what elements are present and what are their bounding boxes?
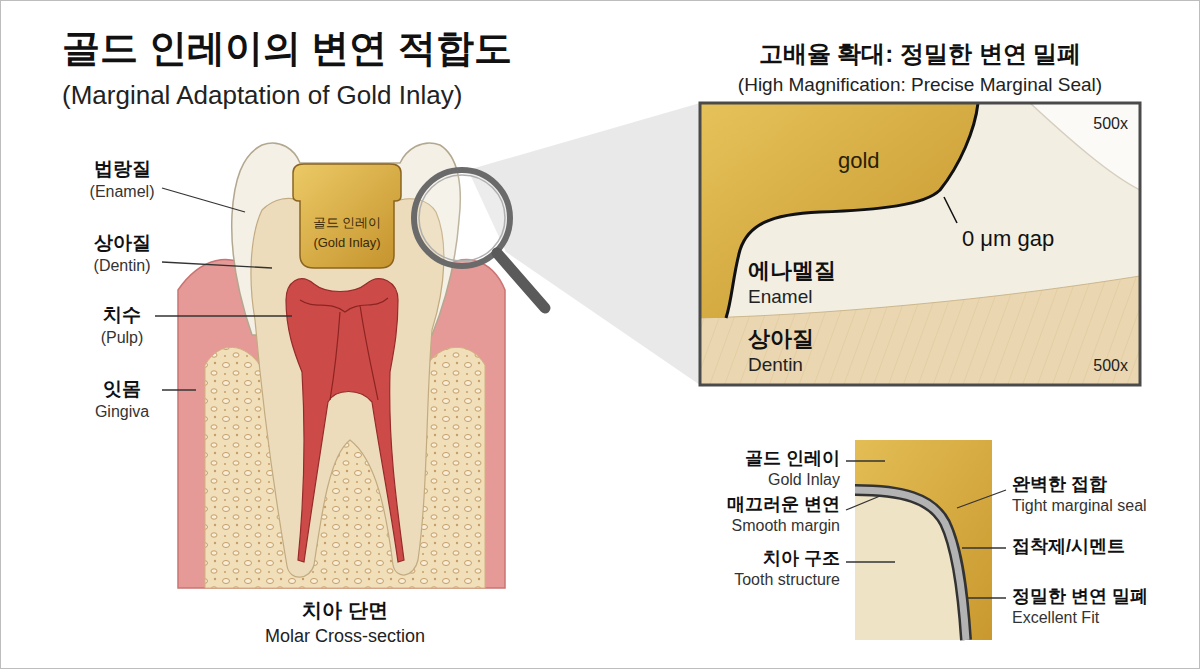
subtitle: (Marginal Adaptation of Gold Inlay) bbox=[62, 80, 462, 111]
leader-line bbox=[846, 496, 880, 510]
part-label: 잇몸 bbox=[103, 378, 141, 401]
tissue-label: 에나멜질 bbox=[748, 258, 836, 284]
pulp-vessels bbox=[300, 298, 388, 400]
detail-cement-edge bbox=[855, 490, 966, 640]
panel-subheading: (High Magnification: Precise Marginal Se… bbox=[738, 74, 1102, 97]
panel-enamel bbox=[700, 103, 1140, 385]
detail-label: Tight marginal seal bbox=[1012, 496, 1147, 515]
inlay-label: 골드 인레이 bbox=[313, 215, 382, 231]
part-label: (Dentin) bbox=[94, 256, 151, 275]
detail-label: Excellent Fit bbox=[1012, 608, 1099, 627]
detail-label: Gold Inlay bbox=[768, 470, 840, 489]
part-label: Gingiva bbox=[95, 402, 149, 421]
detail-label: 매끄러운 변연 bbox=[727, 494, 840, 516]
magnified-panel: 고배율 확대: 정밀한 변연 밀폐 (High Magnification: Pr… bbox=[700, 36, 1140, 386]
leader-line bbox=[155, 315, 292, 316]
tissue-label: Dentin bbox=[748, 354, 803, 377]
title: 골드 인레이의 변연 적합도 bbox=[62, 26, 512, 72]
panel-border bbox=[700, 103, 1140, 385]
magnified-view bbox=[700, 103, 1140, 385]
detail-gold bbox=[855, 440, 992, 640]
inlay-outline bbox=[293, 164, 401, 268]
figure-caption: 치아 단면 bbox=[302, 598, 388, 622]
panel-dentin bbox=[700, 276, 1140, 385]
panel-heading: 고배율 확대: 정밀한 변연 밀폐 bbox=[759, 40, 1082, 69]
detail-label: 치아 구조 bbox=[763, 548, 840, 570]
leader-line bbox=[966, 597, 1006, 598]
magnification: 500x bbox=[1093, 356, 1128, 375]
leader-line bbox=[846, 460, 885, 461]
leader-line bbox=[162, 188, 245, 212]
detail-label: Tooth structure bbox=[734, 570, 840, 589]
leader-line bbox=[962, 547, 1006, 548]
part-label: 법랑질 bbox=[94, 158, 151, 181]
gold-inlay: 골드 인레이 (Gold Inlay) bbox=[292, 163, 402, 269]
material-label: gold bbox=[838, 148, 880, 174]
part-label: 치수 bbox=[103, 304, 141, 327]
detail-label: 완벽한 접합 bbox=[1012, 474, 1107, 496]
inlay-label: (Gold Inlay) bbox=[313, 235, 380, 251]
leader-line bbox=[162, 389, 196, 390]
panel-surface bbox=[1030, 103, 1140, 190]
leader-line bbox=[957, 490, 1006, 508]
magnifier-handle bbox=[497, 253, 545, 308]
margin-line bbox=[726, 103, 978, 318]
leader-line bbox=[846, 561, 895, 562]
margin-detail bbox=[855, 440, 992, 640]
figure-caption: Molar Cross-section bbox=[265, 626, 425, 648]
leader-line bbox=[944, 197, 957, 223]
magnification: 500x bbox=[1093, 114, 1128, 133]
detail-cement bbox=[855, 490, 966, 640]
part-label: (Enamel) bbox=[90, 182, 155, 201]
part-label: (Pulp) bbox=[101, 328, 144, 347]
detail-label: Smooth margin bbox=[732, 516, 841, 535]
part-label: 상아질 bbox=[94, 232, 151, 255]
leader-line bbox=[162, 262, 272, 268]
panel-gold bbox=[700, 103, 978, 318]
pulp bbox=[286, 279, 404, 562]
tissue-label: 상아질 bbox=[748, 326, 814, 352]
detail-label: 골드 인레이 bbox=[745, 448, 840, 470]
detail-label: 정밀한 변연 밀폐 bbox=[1012, 586, 1148, 608]
magnifier-rim bbox=[419, 175, 505, 261]
gap-dimension: 0 μm gap bbox=[962, 226, 1054, 252]
detail-label: 접착제/시멘트 bbox=[1012, 536, 1125, 558]
tissue-label: Enamel bbox=[748, 286, 812, 309]
